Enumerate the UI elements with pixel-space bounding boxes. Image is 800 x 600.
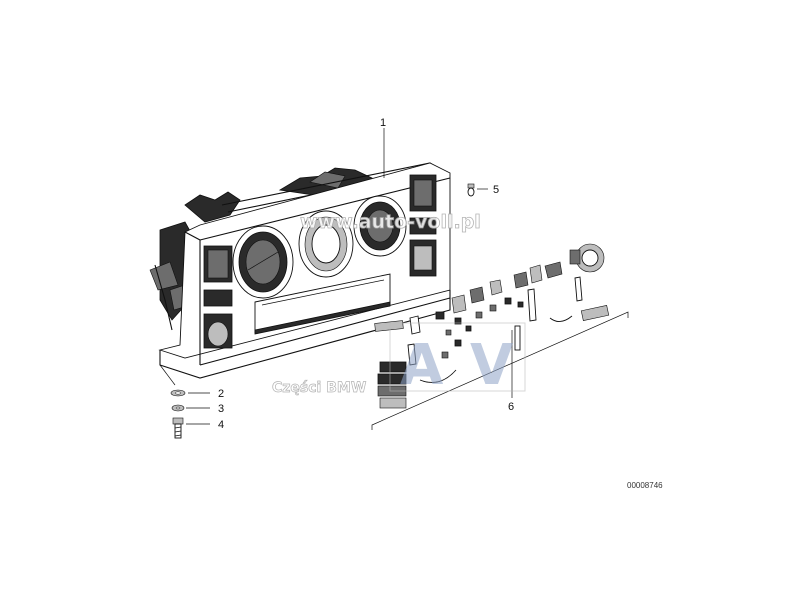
bulb-part-5 (467, 183, 475, 197)
gauge-right (353, 195, 407, 257)
washer-part-3 (171, 404, 185, 412)
callout-3: 3 (218, 403, 224, 415)
washer-part-2 (170, 389, 186, 397)
site-watermark: www.auto-voll.pl (300, 211, 481, 233)
parts-watermark: Części BMW (272, 380, 366, 396)
instrument-cluster-housing (149, 162, 451, 379)
logo-letter-a: A (400, 333, 444, 398)
callout-5: 5 (493, 184, 499, 196)
logo-watermark: A V (389, 322, 526, 398)
leader-lines (159, 128, 513, 425)
callout-2: 2 (218, 388, 224, 400)
callout-6: 6 (508, 401, 514, 413)
callout-1: 1 (380, 117, 386, 129)
gauge-center (298, 210, 354, 278)
callout-4: 4 (218, 419, 224, 431)
logo-letter-v: V (470, 333, 514, 398)
screw-part-4 (172, 417, 184, 439)
gauge-left (232, 225, 294, 299)
diagram-number: 00008746 (627, 481, 663, 490)
